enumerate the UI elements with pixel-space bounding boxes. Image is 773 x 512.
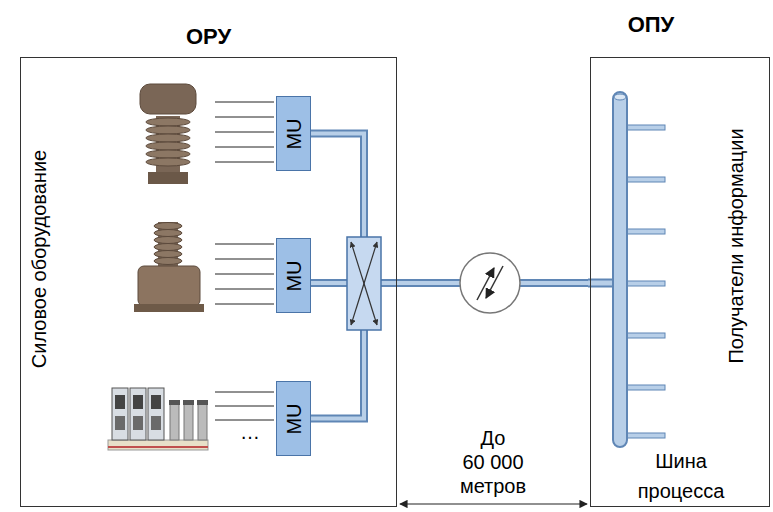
process-bus-part bbox=[613, 92, 627, 447]
distance-label: До 60 000 метров bbox=[443, 426, 543, 498]
signal-wires-part bbox=[215, 162, 274, 163]
network-switch-part bbox=[347, 237, 381, 330]
current-transformer-part bbox=[146, 142, 190, 150]
network-switch-part bbox=[351, 242, 377, 325]
signal-wires bbox=[215, 102, 274, 420]
bus-label: Шина процесса bbox=[626, 446, 736, 506]
signal-wires-part bbox=[215, 304, 274, 305]
voltage-transformer-part bbox=[154, 230, 182, 237]
switchgear-units-part bbox=[170, 404, 179, 440]
switchgear-units-part bbox=[133, 395, 143, 409]
switchgear-units-part bbox=[108, 446, 208, 448]
switchgear-units-part bbox=[115, 395, 125, 409]
label-line: 60 000 метров bbox=[460, 451, 526, 497]
switchgear-units-part bbox=[133, 416, 143, 430]
current-transformer-part bbox=[146, 150, 190, 158]
distance-arrow bbox=[400, 504, 587, 505]
switchgear-units-part bbox=[151, 416, 161, 430]
current-transformer-part bbox=[146, 118, 190, 126]
switchgear-units-part bbox=[130, 388, 146, 440]
current-transformer-part bbox=[146, 126, 190, 134]
region-title: ОПУ bbox=[591, 12, 711, 38]
merging-unit: MU bbox=[276, 96, 311, 171]
switchgear-units-part bbox=[151, 395, 161, 409]
distance-arrow-part bbox=[400, 503, 587, 504]
current-transformer-part bbox=[146, 134, 190, 142]
voltage-transformer-part bbox=[138, 266, 200, 306]
signal-wires-part bbox=[215, 406, 274, 407]
current-transformer-part bbox=[148, 172, 188, 184]
signal-wires-part bbox=[215, 274, 274, 275]
process-bus-part bbox=[627, 229, 665, 234]
signal-wires-part bbox=[215, 259, 274, 260]
ellipsis-mark: … bbox=[232, 421, 268, 444]
process-bus-part bbox=[614, 94, 626, 100]
process-bus-part bbox=[627, 177, 665, 182]
vertical-label: Силовое оборудование bbox=[27, 150, 51, 368]
voltage-transformer-part bbox=[134, 304, 204, 312]
process-bus-part bbox=[627, 281, 665, 286]
voltage-transformer-part bbox=[154, 251, 182, 258]
network-switch bbox=[347, 237, 381, 330]
merging-unit: MU bbox=[276, 381, 311, 456]
process-bus-part bbox=[627, 125, 665, 130]
switchgear-units-part bbox=[148, 388, 164, 440]
switchgear-units bbox=[108, 388, 208, 450]
label-line: До bbox=[443, 426, 543, 450]
region-title: ОРУ bbox=[21, 24, 396, 50]
process-bus-part bbox=[588, 279, 615, 288]
signal-wires-part bbox=[215, 289, 274, 290]
converter-circle-part bbox=[486, 266, 503, 298]
process-bus-part bbox=[627, 333, 665, 338]
voltage-transformer-part bbox=[154, 237, 182, 244]
vertical-label: Получатели информации bbox=[724, 128, 748, 363]
signal-wires-part bbox=[215, 392, 274, 393]
switchgear-units-part bbox=[197, 400, 208, 405]
switchgear-units-part bbox=[198, 404, 207, 440]
switchgear-units-part bbox=[108, 440, 208, 450]
current-transformer-part bbox=[140, 84, 196, 114]
process-bus-part bbox=[588, 281, 615, 286]
unit-label: MU bbox=[282, 118, 306, 149]
signal-wires-part bbox=[215, 147, 274, 148]
network-switch-part bbox=[351, 242, 377, 325]
switchgear-units-part bbox=[115, 416, 125, 430]
voltage-transformer-part bbox=[154, 223, 182, 230]
signal-wires-part bbox=[215, 132, 274, 133]
process-bus-part bbox=[627, 433, 665, 438]
unit-label: MU bbox=[282, 260, 306, 291]
voltage-transformer-part bbox=[154, 244, 182, 251]
current-transformer bbox=[140, 84, 196, 184]
current-transformer-part bbox=[146, 158, 190, 166]
converter-circle bbox=[460, 253, 520, 313]
signal-wires-part bbox=[215, 244, 274, 245]
control-room-region: ОПУПолучатели информацииШина процесса bbox=[590, 57, 770, 507]
signal-wires-part bbox=[215, 420, 274, 421]
voltage-transformer bbox=[134, 222, 204, 312]
unit-label: MU bbox=[282, 403, 306, 434]
signal-wires-part bbox=[215, 102, 274, 103]
signal-wires-part bbox=[215, 117, 274, 118]
merging-unit: MU bbox=[276, 238, 311, 313]
voltage-transformer-part bbox=[154, 258, 182, 265]
converter-circle-part bbox=[460, 253, 520, 313]
switchgear-units-part bbox=[184, 404, 193, 440]
switchgear-units-part bbox=[183, 400, 194, 405]
converter-circle-part bbox=[477, 268, 494, 300]
switchgear-units-part bbox=[169, 400, 180, 405]
process-bus-part bbox=[627, 385, 665, 390]
process-bus bbox=[588, 92, 665, 447]
switchyard-region: ОРУСиловое оборудованиеMUMUMU bbox=[20, 57, 397, 507]
switchgear-units-part bbox=[112, 388, 128, 440]
